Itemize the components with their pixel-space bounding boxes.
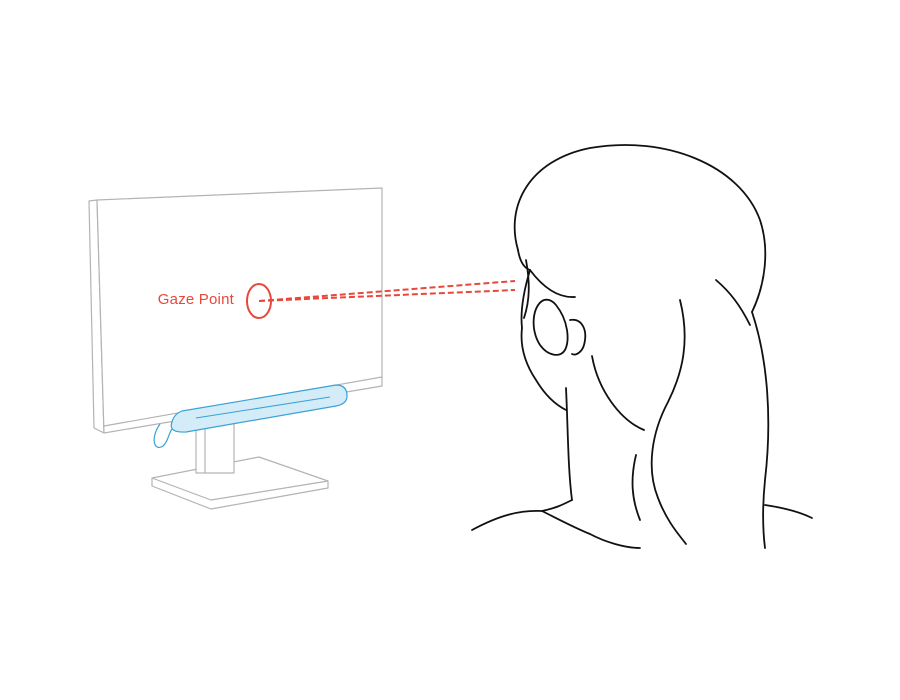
monitor-stand <box>151 418 329 510</box>
hair-tie <box>715 279 751 326</box>
gaze-dash-line-upper <box>258 280 516 302</box>
ear <box>532 298 569 356</box>
stand-base <box>151 456 329 510</box>
neck-back <box>591 355 645 431</box>
face-profile <box>520 269 567 411</box>
gaze-target-icon <box>246 280 516 319</box>
ponytail-back <box>751 311 770 549</box>
ear-inner <box>569 318 587 356</box>
temple-line <box>523 259 530 319</box>
monitor-screen <box>96 187 383 434</box>
collar <box>541 499 573 512</box>
gaze-point-label: Gaze Point <box>157 291 234 308</box>
shoulder-left <box>471 509 641 549</box>
tracker-sensor-line <box>195 396 331 419</box>
tracker-cable <box>153 423 178 448</box>
hair-front <box>517 249 576 298</box>
person-icon <box>471 144 813 549</box>
eye-tracker-icon <box>153 384 348 448</box>
hair-outline <box>513 144 767 313</box>
ponytail-strand <box>631 454 641 521</box>
ponytail <box>650 299 687 545</box>
shoulder-right <box>764 504 813 519</box>
neck-front <box>565 387 573 501</box>
gaze-dash-line-lower <box>258 289 516 302</box>
